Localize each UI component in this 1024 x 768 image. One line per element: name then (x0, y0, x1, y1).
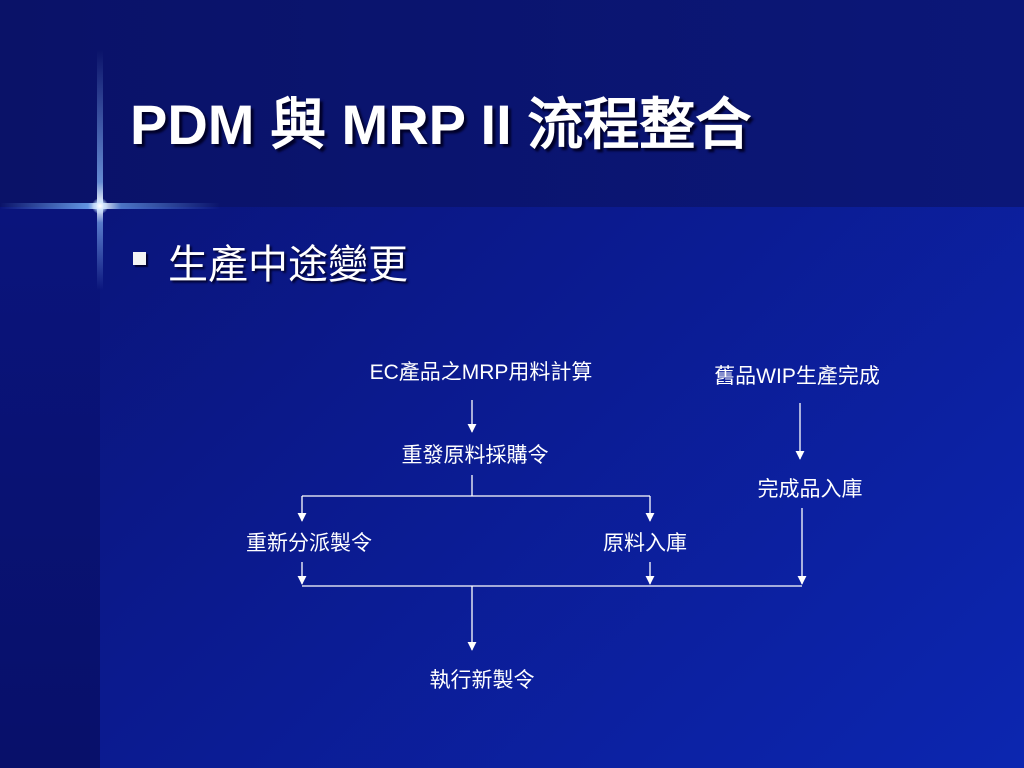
slide-title: PDM 與 MRP II 流程整合 (130, 93, 752, 156)
node-finished-storage: 完成品入庫 (757, 478, 863, 501)
sparkle-horizontal (0, 203, 220, 209)
node-ec-mrp: EC產品之MRP用料計算 (369, 361, 593, 384)
sparkle-vertical (97, 50, 103, 290)
bullet-text: 生產中途變更 (168, 243, 408, 287)
node-reissue-po: 重發原料採購令 (401, 444, 549, 467)
title-band (0, 0, 1024, 207)
left-band (0, 207, 100, 768)
square-bullet-icon (133, 252, 146, 265)
node-reassign-order: 重新分派製令 (246, 532, 372, 555)
node-execute-order: 執行新製令 (429, 669, 535, 692)
node-old-wip: 舊品WIP生產完成 (714, 365, 880, 388)
node-material-storage: 原料入庫 (603, 532, 687, 555)
sparkle-icon (92, 198, 108, 214)
